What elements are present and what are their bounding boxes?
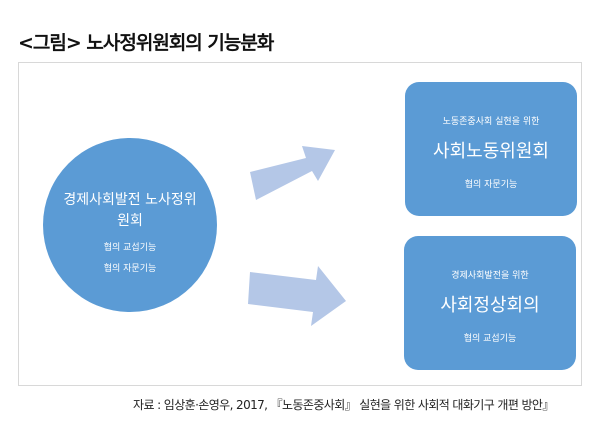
circle-function: 협의 자문기능	[103, 264, 157, 274]
social-labor-committee-box: 노동존중사회 실현을 위한 사회노동위원회 협의 자문기능	[405, 82, 577, 216]
circle-name: 경제사회발전 노사정위원회	[63, 192, 197, 229]
box-name: 사회노동위원회	[433, 141, 549, 162]
social-summit-box: 경제사회발전을 위한 사회정상회의 협의 교섭기능	[404, 236, 576, 370]
diagram-frame	[18, 62, 582, 386]
source-note: 자료 : 임상훈·손영우, 2017, 『노동존중사회』 실현을 위한 사회적 …	[133, 398, 554, 412]
box-function: 협의 교섭기능	[463, 334, 517, 344]
circle-function: 협의 교섭기능	[103, 243, 157, 253]
box-purpose: 노동존중사회 실현을 위한	[442, 117, 540, 127]
arrow-up-right	[250, 146, 335, 200]
box-name: 사회정상회의	[440, 295, 540, 316]
box-function: 협의 자문기능	[464, 180, 518, 190]
arrow-down-right	[248, 266, 346, 326]
box-purpose: 경제사회발전을 위한	[451, 271, 529, 281]
figure-title: <그림> 노사정위원회의 기능분화	[18, 32, 274, 54]
tripartite-commission-circle: 경제사회발전 노사정위원회 협의 교섭기능 협의 자문기능	[43, 138, 217, 312]
